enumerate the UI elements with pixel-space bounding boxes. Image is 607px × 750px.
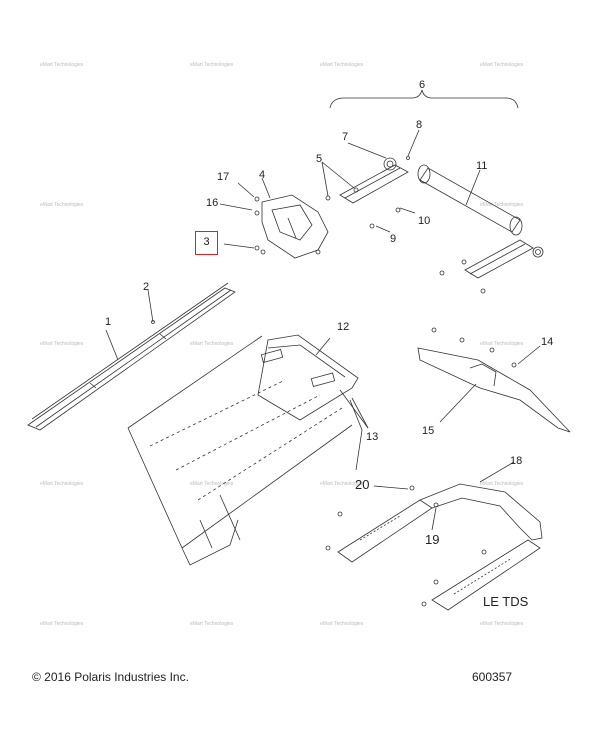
callout-12: 12 xyxy=(337,321,349,333)
svg-text:eMart Technologies: eMart Technologies xyxy=(40,62,84,68)
svg-text:eMart Technologies: eMart Technologies xyxy=(480,341,524,347)
callout-18: 18 xyxy=(510,455,522,467)
callout-4: 4 xyxy=(259,169,265,181)
callout-17: 17 xyxy=(217,171,229,183)
svg-text:eMart Technologies: eMart Technologies xyxy=(480,481,524,487)
callout-14: 14 xyxy=(541,336,553,348)
svg-text:eMart Technologies: eMart Technologies xyxy=(40,341,84,347)
svg-text:eMart Technologies: eMart Technologies xyxy=(480,62,524,68)
callout-20: 20 xyxy=(355,477,369,492)
callout-10: 10 xyxy=(418,215,430,227)
copyright-text: © 2016 Polaris Industries Inc. xyxy=(32,670,189,684)
callout-16: 16 xyxy=(206,197,218,209)
diagram-part-number: 600357 xyxy=(472,670,513,684)
svg-text:eMart Technologies: eMart Technologies xyxy=(190,341,234,347)
wing-part xyxy=(417,327,571,433)
svg-text:eMart Technologies: eMart Technologies xyxy=(480,621,524,627)
callout-8: 8 xyxy=(416,119,422,131)
callout-3: 3 xyxy=(203,236,210,248)
callout-6: 6 xyxy=(419,79,425,91)
callout-5: 5 xyxy=(316,153,322,165)
crossbar-assembly xyxy=(321,129,544,294)
svg-text:eMart Technologies: eMart Technologies xyxy=(320,62,364,68)
callout-9: 9 xyxy=(390,233,396,245)
svg-text:eMart Technologies: eMart Technologies xyxy=(40,481,84,487)
svg-text:eMart Technologies: eMart Technologies xyxy=(190,481,234,487)
callout-labels: 1 2 4 5 6 7 8 9 10 11 12 13 14 15 16 17 … xyxy=(105,79,553,547)
callout-2: 2 xyxy=(143,281,149,293)
svg-text:eMart Technologies: eMart Technologies xyxy=(320,621,364,627)
svg-text:eMart Technologies: eMart Technologies xyxy=(190,621,234,627)
svg-text:eMart Technologies: eMart Technologies xyxy=(190,62,234,68)
callout-15: 15 xyxy=(422,425,434,437)
callout-1: 1 xyxy=(105,316,111,328)
watermark-layer: eMart Technologies eMart Technologies eM… xyxy=(40,62,524,627)
svg-text:eMart Technologies: eMart Technologies xyxy=(480,202,524,208)
callout-19: 19 xyxy=(425,532,439,547)
callout-13: 13 xyxy=(366,431,378,443)
bracket-part xyxy=(219,177,329,259)
svg-text:eMart Technologies: eMart Technologies xyxy=(320,481,364,487)
cab-frame xyxy=(127,335,363,566)
roof-panel xyxy=(257,334,369,429)
svg-text:eMart Technologies: eMart Technologies xyxy=(40,621,84,627)
callout-7: 7 xyxy=(342,131,348,143)
svg-text:eMart Technologies: eMart Technologies xyxy=(40,202,84,208)
group-brace xyxy=(329,89,519,109)
rail-part xyxy=(27,282,236,431)
highlighted-callout-box[interactable]: 3 xyxy=(195,231,218,255)
callout-11: 11 xyxy=(476,160,487,172)
rear-bar-assembly xyxy=(325,461,543,611)
variant-label: LE TDS xyxy=(483,594,529,609)
